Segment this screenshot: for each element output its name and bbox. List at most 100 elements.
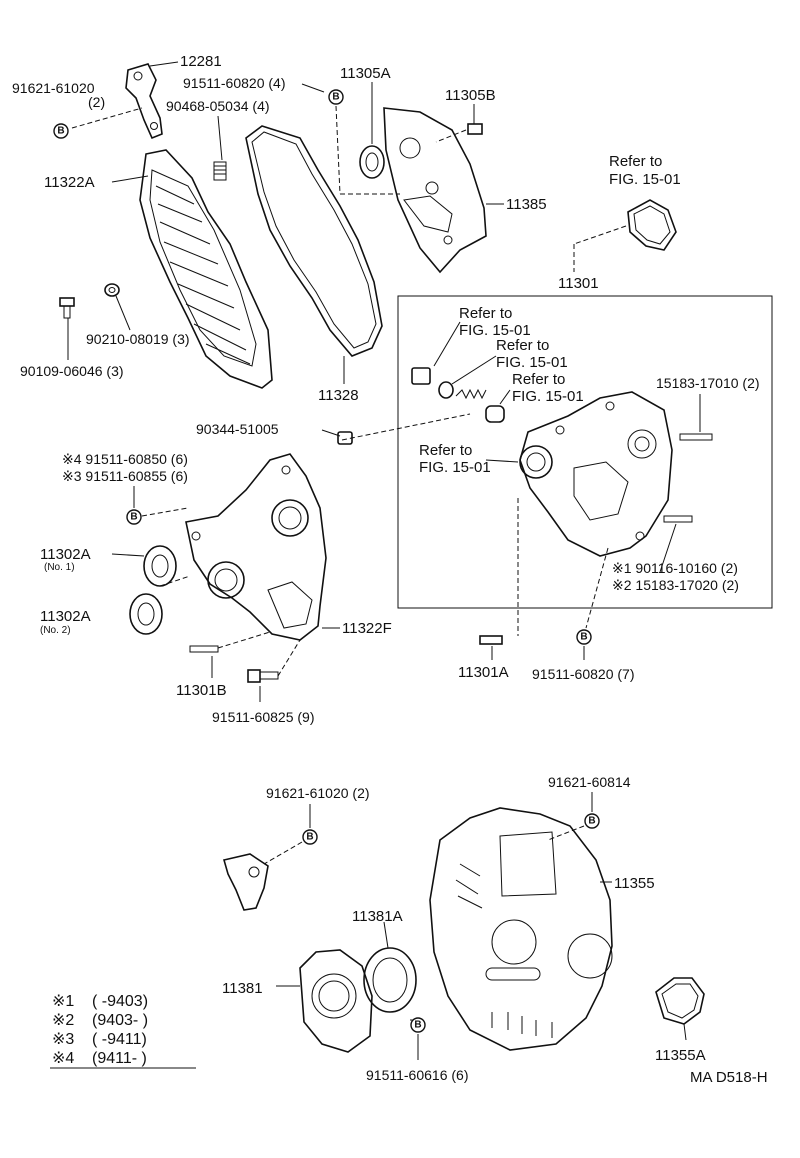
label-91511-60820-4: 91511-60820 (4) <box>183 75 285 91</box>
label-90109-06046: 90109-06046 (3) <box>20 363 124 379</box>
assembly-box-11301 <box>397 295 773 609</box>
label-11301B: 11301B <box>176 682 227 699</box>
label-11301A: 11301A <box>458 664 509 681</box>
bracket-12281 <box>125 63 163 140</box>
label-11302A-no1-sub: (No. 1) <box>44 562 75 573</box>
label-11305B: 11305B <box>445 87 496 104</box>
seal-11302A-no2 <box>129 593 163 635</box>
label-91621-60814: 91621-60814 <box>548 774 631 790</box>
seal-relief <box>438 381 454 399</box>
bolt-marker: B <box>576 629 592 645</box>
figure-code: MA D518-H <box>690 1069 768 1086</box>
label-11381A: 11381A <box>352 908 403 925</box>
label-12281: 12281 <box>180 53 222 70</box>
refer-3-line1: Refer to <box>496 337 549 354</box>
bolt-marker: B <box>53 123 69 139</box>
bolt-marker: B <box>328 89 344 105</box>
refer-3-line2: FIG. 15-01 <box>496 354 568 371</box>
legend-mark-1: ※1 <box>52 993 74 1010</box>
svg-text:B: B <box>130 512 137 523</box>
label-11322F: 11322F <box>342 620 392 637</box>
bolt-90109 <box>59 297 75 319</box>
label-91511-60820-7: 91511-60820 (7) <box>532 666 634 682</box>
label-11355: 11355 <box>614 875 655 892</box>
label-91511-60616: 91511-60616 (6) <box>366 1067 468 1083</box>
bolt-marker: B <box>584 813 600 829</box>
gasket-ring-top <box>627 199 677 251</box>
label-11381: 11381 <box>222 980 263 997</box>
label-91621-61020-bot: 91621-61020 (2) <box>266 785 370 801</box>
refer-2-line2: FIG. 15-01 <box>459 322 531 339</box>
label-11302A-no2: 11302A <box>40 608 91 625</box>
label-90344-51005: 90344-51005 <box>196 421 279 437</box>
end-plate-11355 <box>429 807 613 1051</box>
legend-mark-3: ※3 <box>52 1031 74 1048</box>
date-legend: ※1 ( -9403) ※2 (9403- ) ※3 ( -9411) ※4 (… <box>50 993 196 1069</box>
legend-range-2: (9403- ) <box>92 1012 148 1029</box>
refer-4-line1: Refer to <box>512 371 565 388</box>
bolt-marker: B <box>410 1017 426 1033</box>
legend-mark-4: ※4 <box>52 1050 74 1067</box>
label-91621-61020-top-qty: (2) <box>88 94 105 110</box>
svg-text:B: B <box>332 92 339 103</box>
svg-text:B: B <box>414 1020 421 1031</box>
label-15183-17010: 15183-17010 (2) <box>656 375 760 391</box>
stud-15183-17010 <box>679 433 713 441</box>
label-11301: 11301 <box>558 275 599 292</box>
bracket-91621 <box>222 853 269 911</box>
label-90210-08019: 90210-08019 (3) <box>86 331 190 347</box>
label-90468-05034: 90468-05034 (4) <box>166 98 270 114</box>
plug-90210 <box>104 283 120 297</box>
label-90116-10160: ※1 90116-10160 (2) <box>612 560 738 576</box>
pin-11301A <box>479 635 503 645</box>
svg-text:B: B <box>57 126 64 137</box>
label-11328: 11328 <box>318 387 359 404</box>
stud-11301B <box>189 645 219 653</box>
label-11322A: 11322A <box>44 174 95 191</box>
label-15183-17020: ※2 15183-17020 (2) <box>612 577 739 593</box>
svg-text:B: B <box>588 816 595 827</box>
label-11302A-no1: 11302A <box>40 546 91 563</box>
refer-5-line2: FIG. 15-01 <box>419 459 491 476</box>
timing-cover-11322F <box>185 453 327 641</box>
label-91621-61020-top: 91621-61020 <box>12 80 95 96</box>
retainer-11381 <box>299 949 373 1053</box>
seal-11355A <box>655 977 705 1025</box>
legend-range-3: ( -9411) <box>92 1031 147 1048</box>
clip-90468 <box>213 161 227 181</box>
plug-90344 <box>337 431 353 445</box>
plate-11385 <box>383 107 487 274</box>
seal-11302A-no1 <box>143 545 177 587</box>
seal-11381A <box>363 947 417 1013</box>
bolt-marker: B <box>126 509 142 525</box>
bolt-91511-60825 <box>247 669 279 683</box>
refer-5-line1: Refer to <box>419 442 472 459</box>
valve-relief <box>485 405 505 423</box>
refer-1-line2: FIG. 15-01 <box>609 171 681 188</box>
svg-text:B: B <box>306 832 313 843</box>
legend-mark-2: ※2 <box>52 1012 74 1029</box>
plug-relief <box>411 367 431 385</box>
label-11302A-no2-sub: (No. 2) <box>40 625 71 636</box>
stud-90116 <box>663 515 693 523</box>
seal-11305A <box>359 145 385 179</box>
oil-pump-body <box>519 391 673 557</box>
label-11355A: 11355A <box>655 1047 706 1064</box>
label-91511-60850: ※4 91511-60850 (6) <box>62 451 188 467</box>
refer-4-line2: FIG. 15-01 <box>512 388 584 405</box>
bolt-marker: B <box>302 829 318 845</box>
label-91511-60825: 91511-60825 (9) <box>212 709 314 725</box>
pin-11305B <box>467 123 483 135</box>
legend-range-1: ( -9403) <box>92 993 148 1010</box>
spring-relief <box>455 388 487 400</box>
gasket-11328 <box>245 125 383 357</box>
label-91511-60855: ※3 91511-60855 (6) <box>62 468 188 484</box>
refer-1-line1: Refer to <box>609 153 662 170</box>
svg-text:B: B <box>580 632 587 643</box>
refer-2-line1: Refer to <box>459 305 512 322</box>
label-11385: 11385 <box>506 196 547 213</box>
timing-cover-11322A <box>139 149 273 389</box>
label-11305A: 11305A <box>340 65 391 82</box>
legend-range-4: (9411- ) <box>92 1050 147 1067</box>
